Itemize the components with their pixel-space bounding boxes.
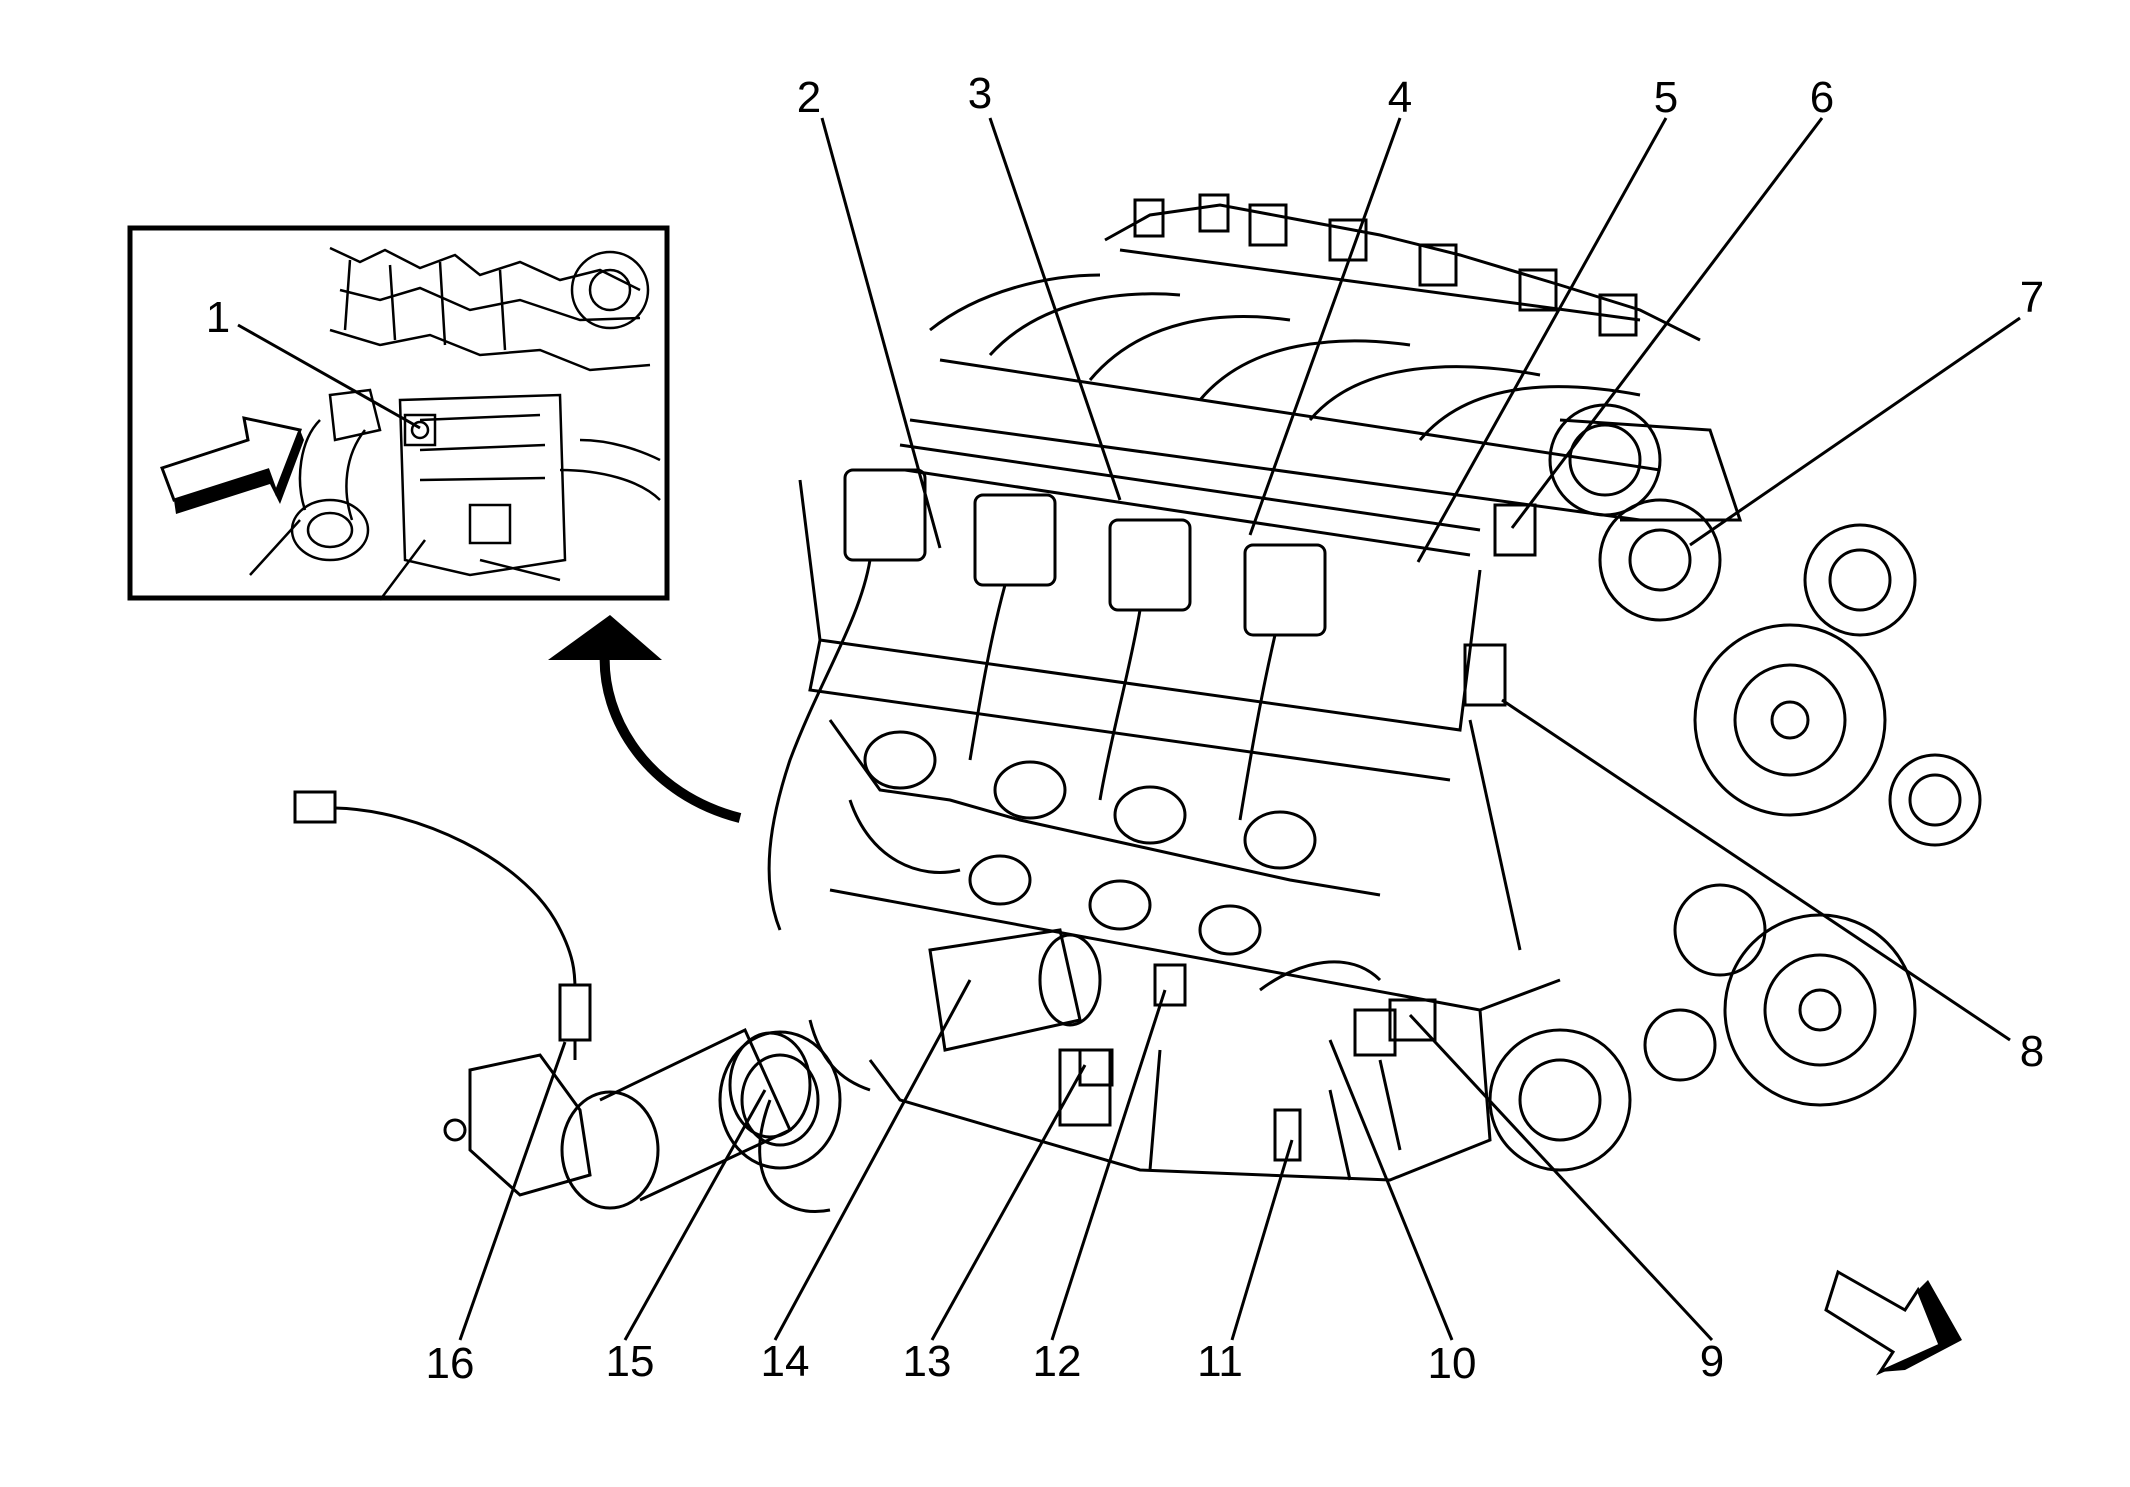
leader-line-5 [1416, 117, 1668, 563]
callout-13: 13 [903, 1337, 952, 1386]
callout-6: 6 [1810, 73, 1834, 122]
inset-view-direction-arrow [160, 416, 304, 514]
callout-2: 2 [797, 73, 821, 122]
callout-5: 5 [1654, 73, 1678, 122]
leader-line-7 [1689, 316, 2021, 547]
leader-line-14 [773, 979, 972, 1341]
callout-10: 10 [1428, 1339, 1477, 1388]
callout-9: 9 [1700, 1337, 1724, 1386]
callout-3: 3 [968, 69, 992, 118]
leader-line-3 [988, 117, 1122, 501]
leader-line-6 [1510, 117, 1824, 529]
inset-engine-sketch [249, 246, 661, 601]
callout-4: 4 [1388, 73, 1412, 122]
inset-frame [127, 225, 670, 601]
leader-line-8 [1501, 698, 2011, 1042]
callout-15: 15 [606, 1337, 655, 1386]
leader-line-11 [1230, 1139, 1294, 1341]
leader-line-4 [1248, 117, 1402, 536]
callout-11: 11 [1197, 1337, 1243, 1386]
callout-8: 8 [2020, 1027, 2044, 1076]
engine-main-illustration [443, 193, 1982, 1213]
callout-labels: 1 2 3 4 5 6 7 8 9 10 11 12 13 14 15 16 [206, 69, 2044, 1388]
view-direction-arrow [1824, 1269, 1962, 1376]
leader-lines [458, 117, 2021, 1342]
oxygen-sensor-pigtail [293, 790, 592, 1060]
leader-line-13 [930, 1064, 1087, 1341]
inset-detail-view [127, 225, 670, 601]
leader-line-10 [1328, 1039, 1454, 1341]
leader-line-15 [623, 1089, 767, 1341]
leader-line-1 [237, 323, 421, 430]
leader-line-2 [820, 117, 942, 549]
leader-line-12 [1050, 989, 1167, 1341]
curved-pointer-arrow [548, 615, 742, 823]
callout-16: 16 [426, 1339, 475, 1388]
leader-line-16 [458, 1041, 567, 1341]
callout-14: 14 [761, 1337, 810, 1386]
callout-12: 12 [1033, 1337, 1082, 1386]
leader-line-9 [1408, 1013, 1714, 1342]
callout-7: 7 [2020, 273, 2044, 322]
callout-1: 1 [206, 293, 230, 342]
